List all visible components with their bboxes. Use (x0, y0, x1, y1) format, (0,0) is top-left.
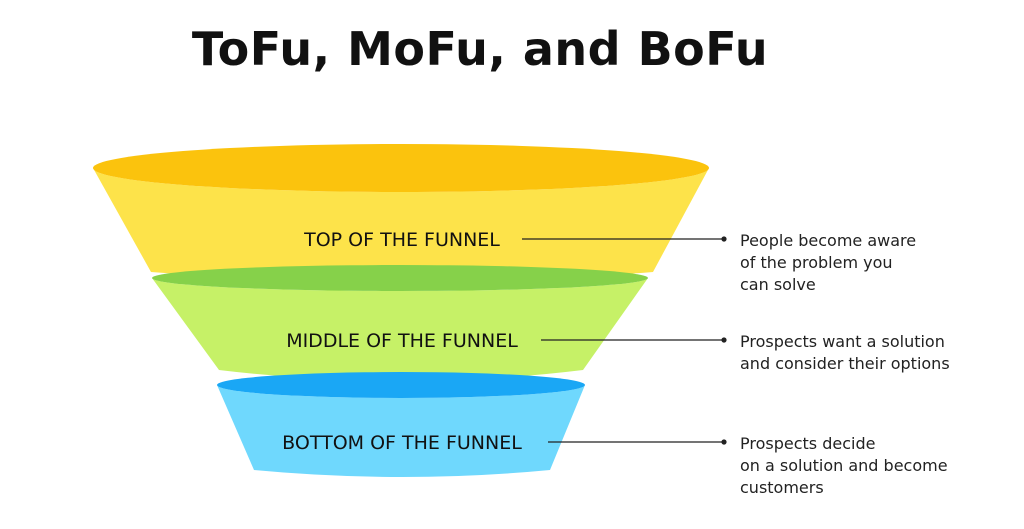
funnel-bottom-rim (217, 372, 585, 398)
description-line: of the problem you (740, 253, 893, 272)
description-line: People become aware (740, 231, 916, 250)
stage-description-bottom: Prospects decide on a solution and becom… (740, 434, 953, 497)
funnel-stage-top: TOP OF THE FUNNEL People become aware of… (93, 144, 921, 294)
description-line: customers (740, 478, 824, 497)
diagram-title: ToFu, MoFu, and BoFu (191, 22, 769, 76)
funnel-bottom-body (217, 385, 585, 477)
description-line: Prospects decide (740, 434, 875, 453)
funnel-middle-body (152, 278, 648, 381)
connector-dot-middle (721, 337, 727, 343)
funnel-stage-bottom: BOTTOM OF THE FUNNEL Prospects decide on… (217, 372, 953, 497)
stage-label-middle: MIDDLE OF THE FUNNEL (286, 330, 518, 352)
stage-label-bottom: BOTTOM OF THE FUNNEL (282, 432, 522, 454)
stage-label-top: TOP OF THE FUNNEL (303, 229, 500, 251)
funnel-middle-rim (152, 265, 648, 291)
funnel-top-rim (93, 144, 709, 192)
description-line: on a solution and become (740, 456, 948, 475)
stage-description-top: People become aware of the problem you c… (740, 231, 921, 294)
description-line: can solve (740, 275, 816, 294)
funnel-stage-middle: MIDDLE OF THE FUNNEL Prospects want a so… (152, 265, 950, 381)
stage-description-middle: Prospects want a solution and consider t… (740, 332, 950, 373)
funnel-top-body (93, 168, 709, 282)
description-line: Prospects want a solution (740, 332, 945, 351)
connector-dot-bottom (721, 439, 727, 445)
description-line: and consider their options (740, 354, 950, 373)
connector-dot-top (721, 236, 727, 242)
